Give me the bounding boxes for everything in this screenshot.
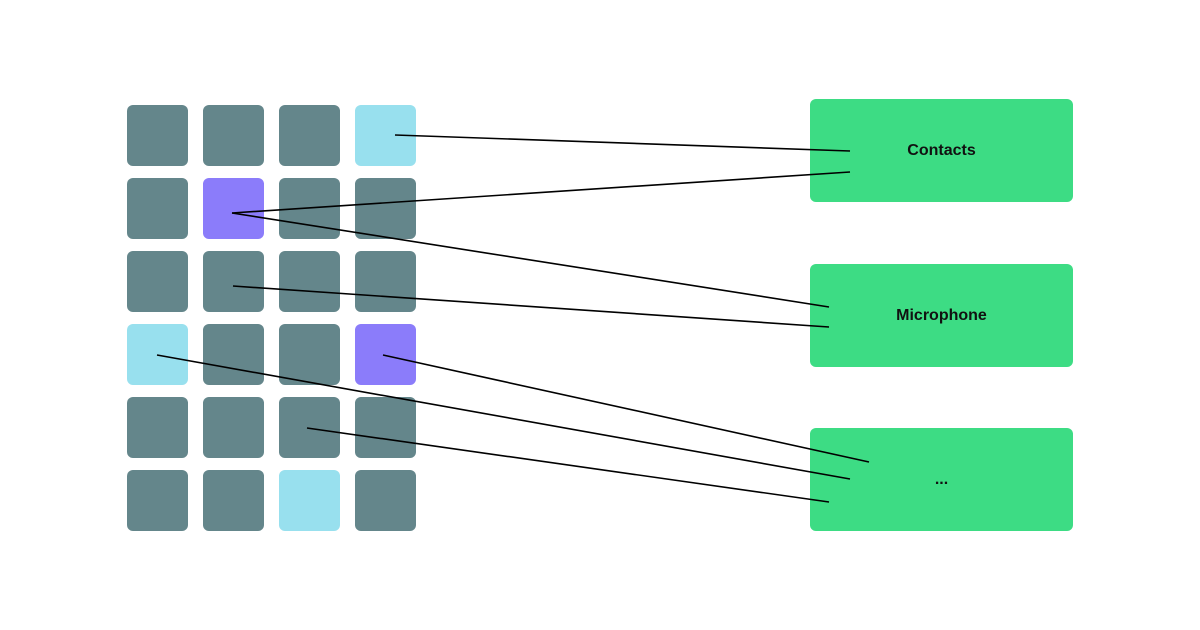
target-box-contacts: Contacts <box>810 99 1073 202</box>
connection-line-3 <box>232 285 830 328</box>
connection-line-5 <box>156 354 851 480</box>
app-tile-r4-c0 <box>127 397 188 458</box>
connection-line-6 <box>306 427 830 503</box>
app-tile-r4-c2 <box>279 397 340 458</box>
connection-line-1 <box>231 171 851 214</box>
app-tile-r5-c3 <box>355 470 416 531</box>
app-tile-r2-c3 <box>355 251 416 312</box>
app-tile-r2-c2 <box>279 251 340 312</box>
app-tile-r2-c1 <box>203 251 264 312</box>
app-tile-r4-c3 <box>355 397 416 458</box>
app-tile-r0-c2 <box>279 105 340 166</box>
app-tile-r1-c1 <box>203 178 264 239</box>
app-tile-r5-c0 <box>127 470 188 531</box>
connection-line-4 <box>382 354 870 463</box>
app-tile-r3-c2 <box>279 324 340 385</box>
app-tile-r1-c3 <box>355 178 416 239</box>
target-label-contacts: Contacts <box>907 141 976 159</box>
app-tile-r2-c0 <box>127 251 188 312</box>
app-tile-r4-c1 <box>203 397 264 458</box>
target-label-microphone: Microphone <box>896 306 987 324</box>
app-tile-r1-c0 <box>127 178 188 239</box>
app-tile-r3-c1 <box>203 324 264 385</box>
connection-line-2 <box>231 212 830 308</box>
target-box-microphone: Microphone <box>810 264 1073 367</box>
target-box-more: ... <box>810 428 1073 531</box>
connection-line-0 <box>394 134 851 152</box>
target-label-more: ... <box>934 470 949 488</box>
app-tile-r5-c1 <box>203 470 264 531</box>
app-tile-r3-c3 <box>355 324 416 385</box>
app-tile-r0-c0 <box>127 105 188 166</box>
app-tile-r0-c1 <box>203 105 264 166</box>
app-tile-r5-c2 <box>279 470 340 531</box>
